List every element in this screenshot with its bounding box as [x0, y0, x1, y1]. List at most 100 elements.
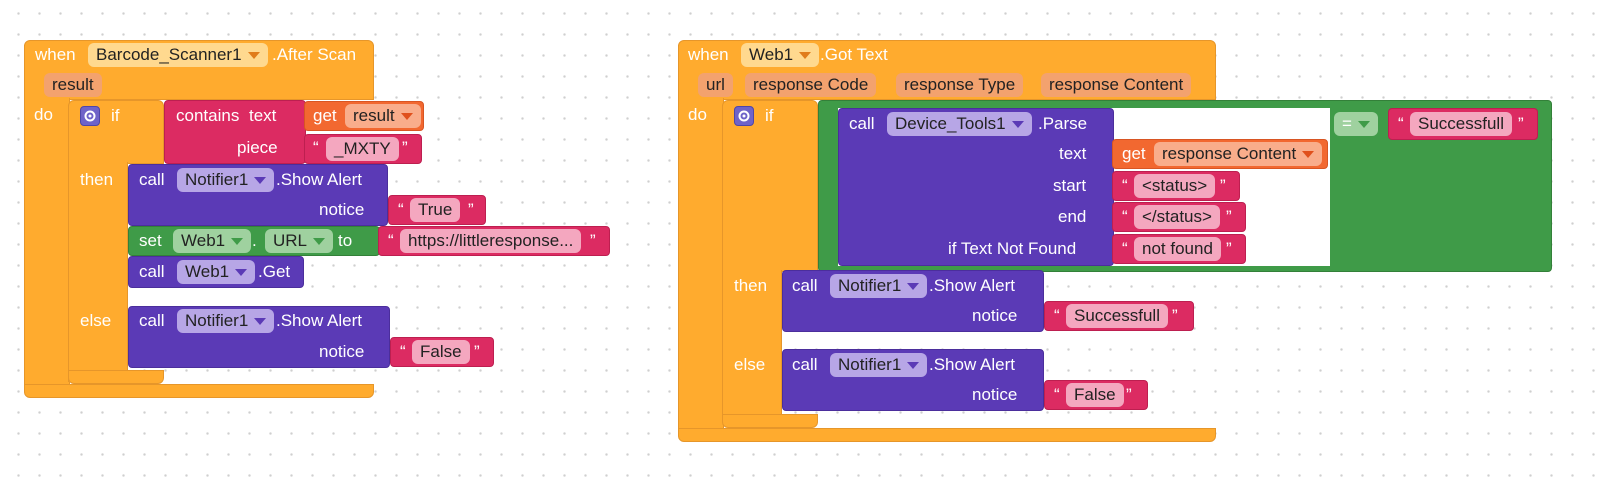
quote-open: “ [1054, 306, 1060, 325]
to-label: to [338, 231, 353, 250]
then-label: then [80, 170, 114, 189]
end-value[interactable]: </status> [1134, 205, 1220, 229]
if-label: if [111, 106, 120, 125]
start-label: start [1053, 176, 1087, 195]
get-method-label: .Get [258, 262, 291, 281]
quote-close: ” [1518, 114, 1524, 133]
notice-label: notice [972, 385, 1018, 404]
tools-dropdown[interactable]: Device_Tools1 [887, 112, 1032, 136]
notifier-dropdown[interactable]: Notifier1 [830, 274, 928, 298]
notifier-dropdown[interactable]: Notifier1 [177, 309, 275, 333]
parse-label: .Parse [1038, 114, 1088, 133]
quote-open: “ [1398, 114, 1404, 133]
quote-open: “ [388, 231, 394, 250]
component-dropdown[interactable]: Barcode_Scanner1 [88, 43, 268, 67]
contains-block[interactable] [164, 100, 306, 164]
chevron-down-icon [313, 238, 326, 246]
compare-operator-dropdown[interactable]: = [1334, 112, 1378, 136]
when-label: when [35, 45, 76, 64]
web-dropdown[interactable]: Web1 [177, 260, 256, 284]
set-label: set [139, 231, 162, 250]
quote-close: ” [1226, 239, 1232, 258]
piece-label: piece [237, 138, 278, 157]
quote-open: “ [1122, 176, 1128, 195]
param-response-type[interactable]: response Type [896, 73, 1024, 97]
chevron-down-icon [400, 113, 413, 121]
start-value[interactable]: <status> [1134, 174, 1216, 198]
quote-open: “ [1054, 385, 1060, 404]
set-url-block[interactable] [128, 226, 380, 256]
param-url[interactable]: url [698, 73, 733, 97]
dot-label: . [252, 231, 257, 250]
compare-value[interactable]: Successfull [1410, 112, 1512, 136]
show-alert-label: .Show Alert [929, 355, 1015, 374]
end-label: end [1058, 207, 1087, 226]
notice-label: notice [972, 306, 1018, 325]
gear-icon[interactable] [734, 106, 754, 126]
piece-value[interactable]: _MXTY [326, 137, 399, 161]
if-block-footer [68, 370, 164, 384]
if-block-spine [68, 162, 128, 382]
set-property-dropdown[interactable]: URL [265, 229, 334, 253]
notfound-value[interactable]: not found [1134, 237, 1221, 261]
chevron-down-icon [907, 362, 920, 370]
false-value[interactable]: False [412, 340, 470, 364]
quote-open: “ [1122, 239, 1128, 258]
param-response-content[interactable]: response Content [1041, 73, 1192, 97]
quote-open: “ [398, 200, 404, 219]
component-dropdown[interactable]: Web1 [741, 43, 820, 67]
quote-open: “ [1122, 207, 1128, 226]
success-value[interactable]: Successfull [1066, 304, 1168, 328]
contains-label: contains [176, 106, 240, 125]
param-response-code[interactable]: response Code [745, 73, 877, 97]
chevron-down-icon [254, 318, 267, 326]
quote-close: ” [402, 138, 408, 157]
then-label: then [734, 276, 768, 295]
show-alert-label: .Show Alert [276, 311, 362, 330]
do-label: do [34, 105, 53, 124]
if-label: if [765, 106, 774, 125]
get-label: get [313, 106, 337, 125]
else-label: else [734, 355, 766, 374]
event-name: .Got Text [820, 45, 888, 64]
show-alert-label: .Show Alert [276, 170, 362, 189]
notifier-dropdown[interactable]: Notifier1 [177, 168, 275, 192]
event-footer [24, 384, 374, 398]
chevron-down-icon [1357, 121, 1370, 129]
call-label: call [139, 311, 165, 330]
notice-label: notice [319, 200, 365, 219]
chevron-down-icon [235, 269, 248, 277]
quote-close: ” [474, 342, 480, 361]
set-component-dropdown[interactable]: Web1 [173, 229, 252, 253]
event-spine [24, 98, 70, 392]
contains-text-label: text [249, 106, 277, 125]
false-value[interactable]: False [1066, 383, 1124, 407]
notfound-label: if Text Not Found [948, 239, 1077, 258]
event-name: .After Scan [272, 45, 357, 64]
when-label: when [688, 45, 729, 64]
do-label: do [688, 105, 707, 124]
call-notifier-else-block[interactable] [782, 349, 1044, 411]
chevron-down-icon [231, 238, 244, 246]
chevron-down-icon [1011, 121, 1024, 129]
quote-open: “ [400, 342, 406, 361]
get-label: get [1122, 144, 1146, 163]
quote-close: ” [1172, 306, 1178, 325]
get-var-dropdown[interactable]: result [345, 104, 421, 128]
gear-icon[interactable] [80, 106, 100, 126]
chevron-down-icon [799, 52, 812, 60]
call-label: call [792, 355, 818, 374]
url-value[interactable]: https://littleresponse... [400, 229, 582, 253]
quote-close: ” [1226, 207, 1232, 226]
param-result[interactable]: result [44, 73, 102, 97]
notifier-dropdown[interactable]: Notifier1 [830, 353, 928, 377]
call-label: call [849, 114, 875, 133]
get-var-dropdown[interactable]: response Content [1154, 142, 1323, 166]
if-block-footer [722, 414, 818, 428]
chevron-down-icon [254, 177, 267, 185]
quote-close: ” [468, 200, 474, 219]
if-block-header[interactable] [722, 100, 818, 272]
true-value[interactable]: True [410, 198, 461, 222]
chevron-down-icon [1302, 151, 1315, 159]
quote-close: ” [1126, 385, 1132, 404]
